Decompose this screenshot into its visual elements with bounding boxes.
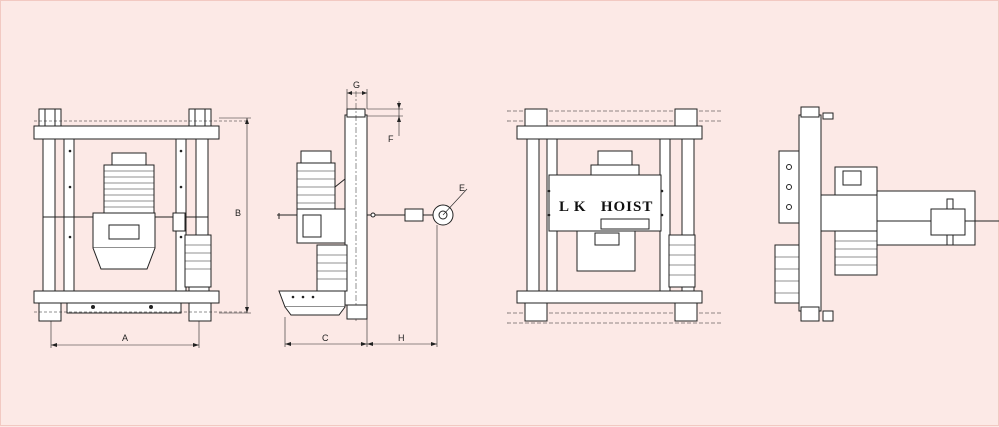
dim-a-label: A [122, 333, 128, 343]
side-view [277, 89, 468, 347]
top-view [774, 106, 999, 322]
dim-e-label: E [459, 183, 465, 193]
dim-f-label: F [388, 134, 394, 144]
dim-g-label: G [353, 80, 360, 90]
dim-c-label: C [322, 333, 329, 343]
dim-h-label: H [398, 333, 405, 343]
dim-b-label: B [235, 208, 241, 218]
front-view [33, 108, 251, 348]
brand-plate-label: L K HOIST [559, 199, 653, 215]
front-view-plate [507, 108, 721, 324]
